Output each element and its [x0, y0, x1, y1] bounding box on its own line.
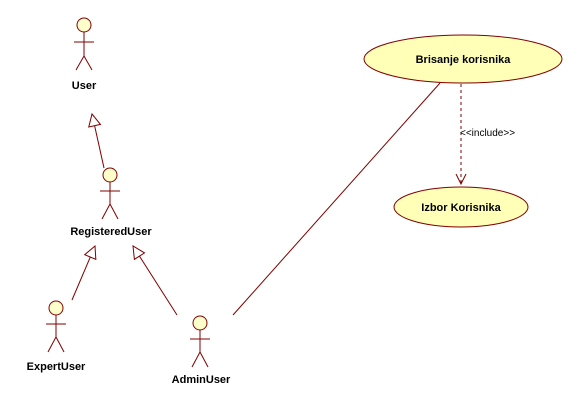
actor-label: RegisteredUser [70, 226, 152, 238]
actor-label: ExpertUser [27, 361, 86, 373]
generalization-expertuser-to-registereduser[interactable] [71, 246, 95, 301]
stick-figure-icon [100, 167, 120, 220]
actor-label: AdminUser [172, 374, 231, 386]
usecase-ellipse [363, 34, 563, 84]
usecase-label: Brisanje korisnika [416, 54, 512, 66]
stick-figure-icon [190, 315, 210, 368]
association-adminuser-brisanje[interactable] [232, 82, 441, 316]
include-label: <<include>> [460, 128, 515, 139]
usecase-izbor-korisnika[interactable]: Izbor Korisnika [393, 186, 529, 228]
actor-adminuser[interactable]: AdminUser [172, 315, 231, 386]
generalization-registereduser-to-user[interactable] [92, 114, 105, 169]
stick-figure-icon [74, 17, 94, 71]
usecase-ellipse [393, 186, 529, 228]
actor-registereduser[interactable]: RegisteredUser [70, 167, 152, 238]
usecase-brisanje-korisnika[interactable]: Brisanje korisnika [363, 34, 563, 84]
usecase-label: Izbor Korisnika [421, 202, 501, 214]
generalization-adminuser-to-registereduser[interactable] [133, 246, 178, 316]
actor-label: User [72, 80, 97, 92]
stick-figure-icon [46, 300, 66, 353]
actor-expertuser[interactable]: ExpertUser [27, 300, 86, 373]
actor-user[interactable]: User [72, 17, 97, 92]
